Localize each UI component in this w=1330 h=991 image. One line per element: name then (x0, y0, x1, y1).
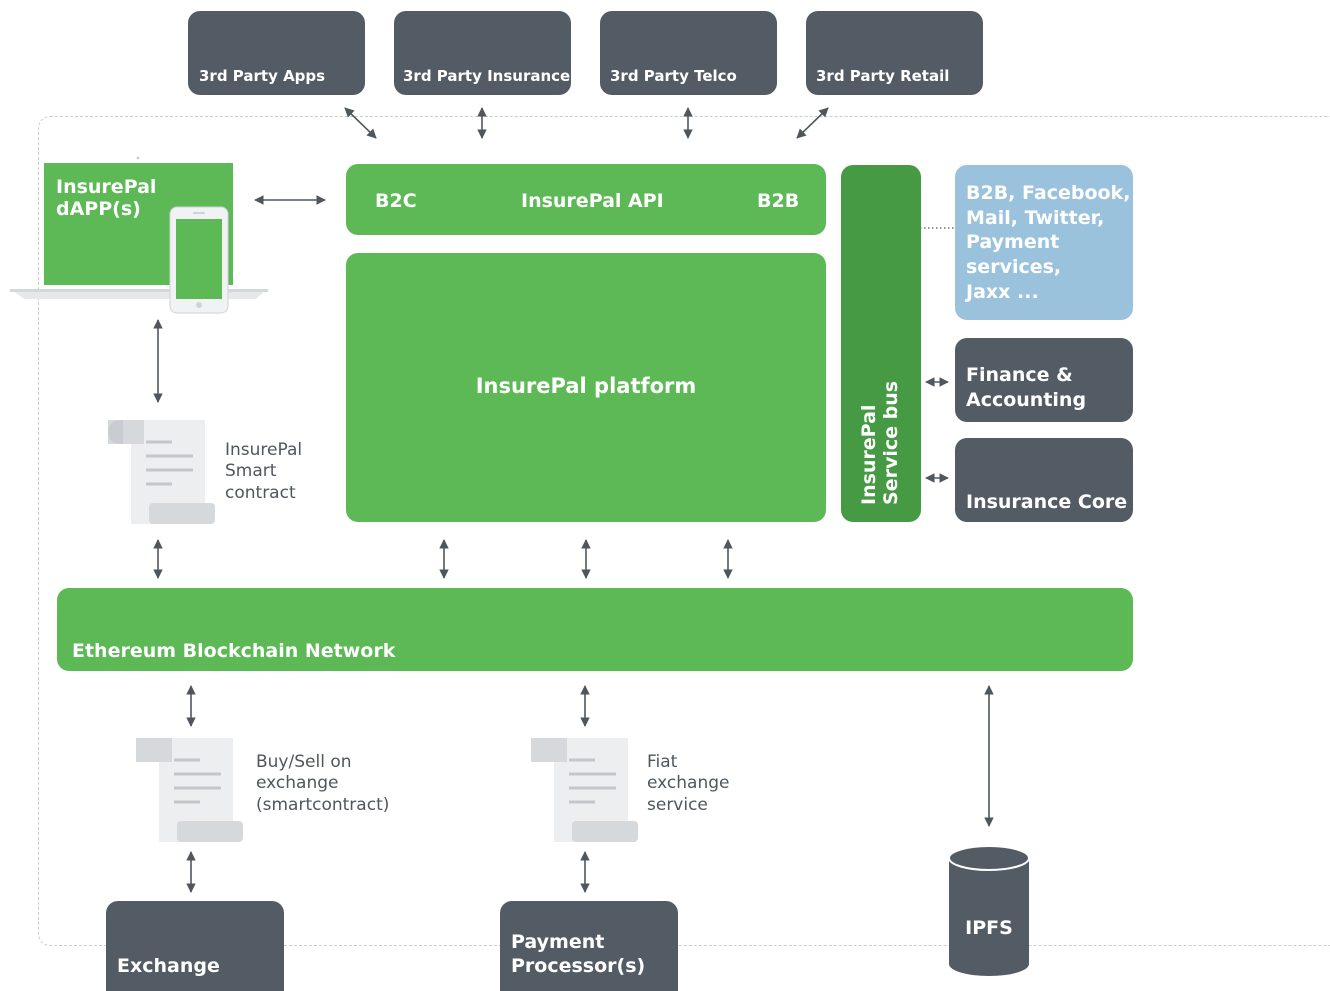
dapp-label-line1: InsurePal (56, 176, 157, 198)
third-party-insurance-box: 3rd Party Insurance (394, 11, 571, 95)
arrow-apps-api (344, 107, 377, 139)
api-b2b-label: B2B (757, 190, 800, 212)
api-center-label: InsurePal API (521, 190, 664, 212)
platform-label: InsurePal platform (475, 374, 697, 398)
dapp-label: InsurePal dAPP(s) (56, 176, 156, 221)
fiat-scroll-icon (531, 738, 638, 842)
buy-sell-caption-line2: exchange (256, 773, 339, 794)
exchange-box: Exchange (106, 901, 284, 991)
third-party-retail-box: 3rd Party Retail (806, 11, 983, 95)
fiat-caption: Fiat exchange service (647, 752, 730, 816)
insurepal-api-bar: B2C InsurePal API B2B (346, 164, 826, 235)
integrations-label: B2B, Facebook, Mail, Twitter, Payment se… (966, 181, 1130, 304)
smart-contract-caption-line2: Smart (225, 461, 277, 482)
arrow-retail-api (796, 107, 829, 139)
payment-processor-label-line1: Payment (511, 931, 605, 953)
third-party-insurance-label: 3rd Party Insurance (403, 67, 571, 85)
third-party-retail-label: 3rd Party Retail (816, 67, 950, 85)
smart-contract-caption-line1: InsurePal (225, 440, 303, 460)
integrations-line4: services, (966, 256, 1062, 279)
fiat-caption-line2: exchange (647, 773, 730, 794)
integrations-line3: Payment (966, 231, 1060, 254)
payment-processor-label-line2: Processor(s) (511, 954, 646, 977)
integrations-line1: B2B, Facebook, (966, 182, 1131, 204)
ethereum-network-bar: Ethereum Blockchain Network (57, 588, 1133, 671)
finance-accounting-box: Finance & Accounting (955, 338, 1133, 422)
service-bus-box: InsurePal Service bus (841, 165, 921, 522)
buy-sell-caption-line3: (smartcontract) (256, 794, 390, 815)
insurance-core-box: Insurance Core (955, 438, 1133, 522)
payment-processor-label: Payment Processor(s) (511, 931, 645, 979)
third-party-apps-label: 3rd Party Apps (199, 67, 326, 85)
fiat-caption-line1: Fiat (647, 752, 678, 772)
dapp-label-line2: dAPP(s) (56, 198, 141, 221)
integrations-line5: Jaxx ... (966, 280, 1039, 303)
buy-sell-scroll-icon (136, 738, 243, 842)
ipfs-label: IPFS (965, 917, 1013, 939)
buy-sell-caption: Buy/Sell on exchange (smartcontract) (256, 752, 389, 816)
payment-processor-box: Payment Processor(s) (500, 901, 678, 991)
finance-label-line2: Accounting (966, 388, 1087, 411)
third-party-telco-box: 3rd Party Telco (600, 11, 777, 95)
smart-contract-caption: InsurePal Smart contract (225, 440, 302, 504)
smart-contract-caption-line3: contract (225, 482, 296, 503)
finance-label: Finance & Accounting (966, 363, 1086, 412)
integrations-box: B2B, Facebook, Mail, Twitter, Payment se… (955, 165, 1133, 320)
integrations-line2: Mail, Twitter, (966, 206, 1105, 229)
third-party-apps-box: 3rd Party Apps (188, 11, 365, 95)
finance-label-line1: Finance & (966, 364, 1073, 386)
exchange-label: Exchange (117, 955, 220, 977)
insurance-core-label: Insurance Core (966, 491, 1128, 513)
ethereum-label: Ethereum Blockchain Network (72, 640, 396, 662)
insurepal-platform-box: InsurePal platform (346, 253, 826, 522)
buy-sell-caption-line1: Buy/Sell on (256, 752, 352, 772)
third-party-telco-label: 3rd Party Telco (610, 67, 737, 85)
fiat-caption-line3: service (647, 794, 708, 815)
smart-contract-scroll-icon (108, 420, 215, 524)
api-b2c-label: B2C (375, 190, 417, 212)
